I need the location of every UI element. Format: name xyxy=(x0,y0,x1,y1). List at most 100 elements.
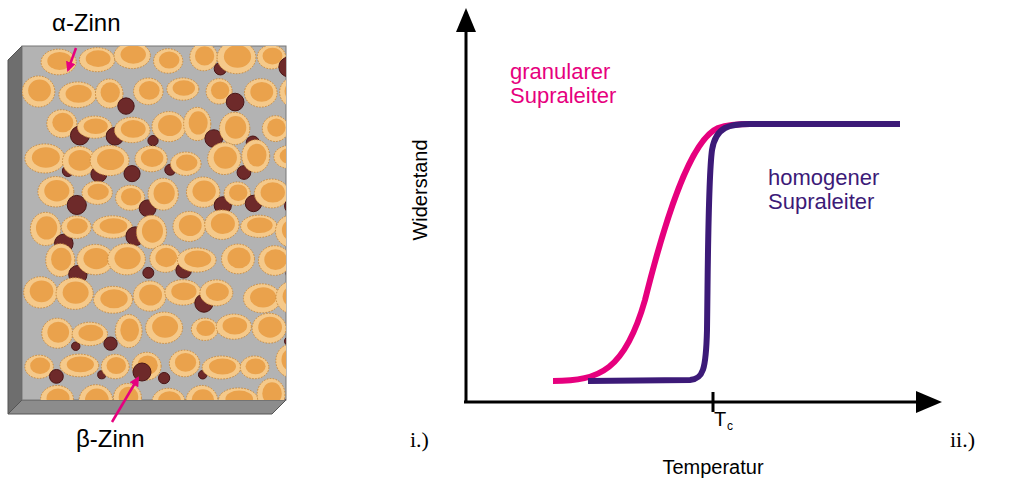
beta-grain xyxy=(226,93,244,111)
alpha-grain xyxy=(114,46,150,69)
alpha-grain xyxy=(257,378,285,400)
axis-label: T xyxy=(714,408,726,430)
grain-core xyxy=(47,322,69,343)
grain-rim xyxy=(152,388,185,400)
grain-rim xyxy=(79,385,113,400)
alpha-grain xyxy=(132,352,161,380)
grain-rim xyxy=(115,314,142,347)
grain-rim xyxy=(154,49,183,74)
grain-core xyxy=(47,389,70,400)
grain-core xyxy=(195,46,214,65)
alpha-grain xyxy=(219,388,258,400)
alpha-grain xyxy=(258,246,286,276)
grain-rim xyxy=(24,277,58,308)
alpha-grain xyxy=(186,385,218,400)
grain-core xyxy=(246,358,266,374)
alpha-grain xyxy=(152,112,186,142)
grain-rim xyxy=(169,350,199,377)
y-axis xyxy=(465,28,468,402)
grain-core xyxy=(88,184,109,200)
alpha-grain xyxy=(200,280,233,306)
grain-core xyxy=(283,285,286,309)
grain-core xyxy=(139,284,162,305)
grain-core xyxy=(267,119,285,137)
alpha-grain xyxy=(72,322,107,345)
grain-rim xyxy=(276,280,286,314)
grain-core xyxy=(225,390,253,400)
slab-side xyxy=(8,46,22,414)
grain-core xyxy=(280,148,286,164)
slab-face xyxy=(22,46,286,400)
curve-label: granularer Supraleiter xyxy=(510,60,650,108)
grain-rim xyxy=(136,215,166,248)
grain-core xyxy=(51,248,71,271)
grain-core xyxy=(175,353,196,372)
axis-label: Temperatur xyxy=(662,456,763,478)
grain-core xyxy=(158,391,181,400)
alpha-grain xyxy=(133,281,166,311)
alpha-grain xyxy=(135,146,167,172)
grain-core xyxy=(281,348,286,371)
grain-core xyxy=(86,50,111,67)
axis-label: c xyxy=(727,420,733,433)
material-label: α-Zinn xyxy=(52,10,121,36)
grain-core xyxy=(66,85,92,103)
grain-rim xyxy=(222,244,255,274)
grain-rim xyxy=(170,152,201,175)
grain-rim xyxy=(72,322,107,345)
grain-core xyxy=(114,247,140,269)
alpha-grain xyxy=(79,385,113,400)
grain-core xyxy=(211,213,235,234)
grain-core xyxy=(152,316,178,338)
grain-core xyxy=(196,321,215,337)
grain-core xyxy=(68,150,91,171)
grain-core xyxy=(30,280,54,302)
beta-grain xyxy=(104,337,117,350)
grain-core xyxy=(176,155,197,171)
alpha-grain xyxy=(136,215,166,248)
grain-rim xyxy=(244,79,277,107)
alpha-grain xyxy=(56,278,93,310)
grain-core xyxy=(184,251,211,268)
alpha-grain xyxy=(262,116,286,142)
material-label: β-Zinn xyxy=(76,426,144,452)
alpha-grain xyxy=(205,210,239,240)
alpha-grain xyxy=(280,78,286,107)
grain-core xyxy=(285,81,286,101)
beta-grain xyxy=(72,342,80,350)
grain-core xyxy=(121,46,146,64)
x-axis xyxy=(464,401,918,404)
grain-rim xyxy=(59,82,96,108)
grain-core xyxy=(225,116,246,139)
axis-label: Widerstand xyxy=(409,139,431,240)
alpha-grain xyxy=(219,112,249,144)
alpha-grain xyxy=(243,284,280,313)
grain-core xyxy=(78,325,103,341)
grain-core xyxy=(67,357,94,373)
alpha-grain xyxy=(134,78,164,105)
alpha-grain xyxy=(217,46,256,74)
beta-grain xyxy=(133,363,151,381)
grain-rim xyxy=(177,248,216,272)
grain-core xyxy=(141,149,164,167)
beta-grain xyxy=(285,337,286,346)
grain-core xyxy=(121,188,141,205)
alpha-grain xyxy=(222,244,255,274)
grain-rim xyxy=(258,246,286,276)
grain-rim xyxy=(280,78,286,107)
grain-core xyxy=(101,82,120,102)
grain-rim xyxy=(60,354,99,377)
grain-rim xyxy=(200,280,233,306)
beta-grain xyxy=(279,400,286,401)
grain-rim xyxy=(133,281,166,311)
alpha-grain xyxy=(216,314,251,339)
grain-core xyxy=(63,282,89,304)
grain-core xyxy=(282,218,286,241)
beta-grain xyxy=(148,136,158,146)
beta-pointer xyxy=(112,378,138,422)
alpha-grain xyxy=(254,179,286,208)
grain-rim xyxy=(41,385,74,400)
grain-rim xyxy=(167,78,199,100)
grain-rim xyxy=(202,356,241,379)
